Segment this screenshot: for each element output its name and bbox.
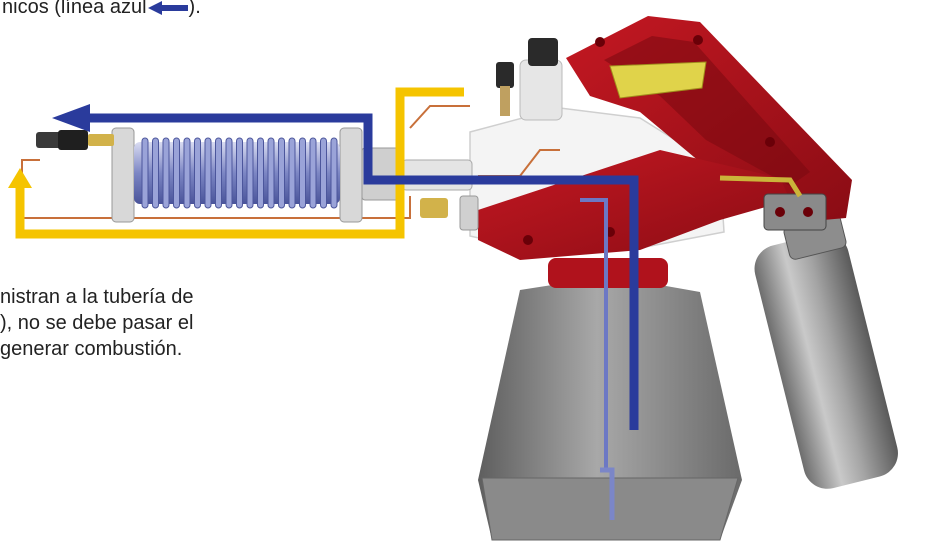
coil-fin xyxy=(267,137,275,209)
caption-body: nistran a la tubería de ), no se debe pa… xyxy=(0,284,292,362)
coil-fin xyxy=(225,137,233,209)
coil-fin xyxy=(309,137,317,209)
coil-fins xyxy=(141,137,338,209)
coil-fin xyxy=(320,137,327,209)
coil-fin xyxy=(162,137,170,209)
coil-fin xyxy=(173,137,180,209)
arrow-left-icon xyxy=(52,104,90,132)
coil-fin xyxy=(299,137,306,209)
coil-fin xyxy=(183,137,191,209)
coil-fin xyxy=(288,137,296,209)
coil-fin xyxy=(194,137,201,209)
caption-line-2: ), no se debe pasar el xyxy=(0,312,194,334)
nozzle xyxy=(36,130,114,150)
coil-fin xyxy=(204,137,212,209)
coil-fin xyxy=(278,137,285,209)
inline-arrow-left-icon xyxy=(147,0,188,15)
caption-top-suffix: ). xyxy=(188,0,201,18)
coil-fin xyxy=(257,137,264,209)
coil-fin xyxy=(152,137,159,209)
caption-top-prefix: nicos (línea azul xyxy=(2,0,147,18)
coil-fin xyxy=(141,137,149,209)
inline-arrow-head xyxy=(147,0,188,15)
coil-fin xyxy=(330,137,338,209)
blue-flow-line xyxy=(52,104,639,430)
gas-canister xyxy=(754,214,898,489)
caption-top: nicos (línea azul). xyxy=(2,0,201,20)
coil-fin xyxy=(236,137,243,209)
caption-line-1: nistran a la tubería de xyxy=(0,286,194,308)
arrow-up-icon xyxy=(8,168,32,188)
coil-fin xyxy=(215,137,222,209)
caption-line-3: generar combustión. xyxy=(0,338,183,360)
coil-fin xyxy=(246,137,254,209)
yellow-flow-line xyxy=(8,87,464,239)
